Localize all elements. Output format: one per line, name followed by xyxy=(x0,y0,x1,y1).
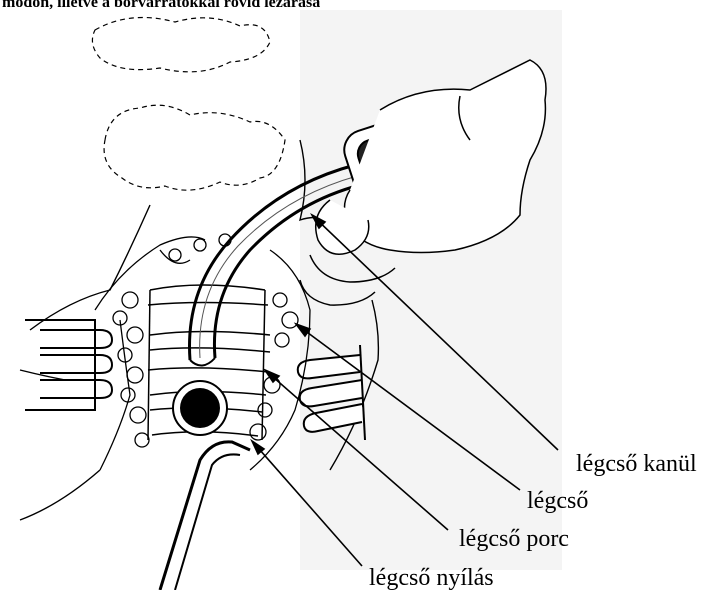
tracheal-hook xyxy=(160,442,250,590)
label-tracheal-cannula: légcső kanül xyxy=(576,452,697,476)
label-tracheal-opening: légcső nyílás xyxy=(369,566,494,590)
larynx-outline xyxy=(104,105,285,190)
neck-left-contour xyxy=(30,205,150,330)
mandible-outline xyxy=(92,18,270,72)
label-tracheal-cartilage: légcső porc xyxy=(459,527,569,551)
left-retractor xyxy=(25,320,112,410)
label-trachea: légcső xyxy=(527,489,588,513)
tracheal-opening-lumen xyxy=(180,388,220,428)
